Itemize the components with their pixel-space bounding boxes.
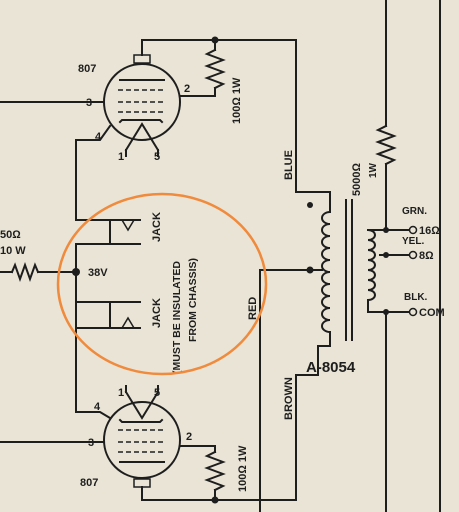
tube-top: 807 3 2 4 1 5 (0, 39, 216, 221)
tube-top-pin2-label: 2 (184, 83, 190, 95)
tap-yellow-ohms: 8Ω (419, 250, 434, 262)
resistor-top: 100Ω 1W (204, 39, 243, 124)
tube-bottom-cathode (118, 418, 164, 423)
resistor-right-zigzag (375, 124, 397, 166)
bias-voltage-label: 38V (88, 267, 108, 279)
secondary-taps: GRN. 16Ω YEL. 8Ω BLK. COM (367, 206, 445, 512)
transformer-model-label: A-8054 (306, 359, 356, 376)
tube-bottom-heater (124, 390, 160, 420)
resistor-bottom: 100Ω 1W (204, 445, 249, 504)
resistor-left-value: 50Ω (0, 229, 21, 241)
tube-bottom: 807 3 2 4 1 5 (0, 385, 216, 501)
jack-bottom-label: JACK (151, 298, 163, 328)
terminal-green (408, 225, 418, 235)
wire-brown-label: BROWN (283, 377, 295, 420)
highlight-circle (56, 192, 268, 376)
tube-bottom-cap (133, 478, 151, 488)
tube-top-cap (133, 54, 151, 64)
tube-top-cathode-wire (75, 124, 112, 221)
tap-black-label: BLK. (404, 292, 428, 303)
resistor-left: 50Ω 10 W (0, 229, 77, 282)
resistor-top-label: 100Ω 1W (231, 77, 243, 124)
output-transformer: A-8054 (306, 199, 376, 376)
resistor-top-zigzag (204, 48, 226, 90)
wire-red-label: RED (247, 297, 259, 320)
jack-top-label: JACK (151, 212, 163, 242)
tap-green-label: GRN. (402, 206, 427, 217)
tube-bottom-pin1-label: 1 (118, 387, 124, 399)
tap-black-common: COM (419, 307, 445, 319)
tube-bottom-pin5-label: 5 (154, 387, 160, 399)
resistor-bottom-zigzag (204, 450, 226, 492)
tube-top-type-label: 807 (78, 63, 96, 75)
jack-note-line1: (MUST BE INSULATED (171, 261, 183, 374)
tube-bottom-pin4-label: 4 (94, 401, 101, 413)
wire-blue (295, 179, 331, 206)
tube-top-pin5-label: 5 (154, 151, 160, 163)
tube-bottom-pin3-label: 3 (88, 437, 94, 449)
tap-green-ohms: 16Ω (419, 225, 440, 237)
resistor-right-value: 5000Ω (351, 163, 363, 196)
tube-top-cathode (118, 119, 164, 124)
jack-top-spring (121, 219, 135, 232)
resistor-left-zigzag (10, 262, 40, 282)
terminal-yellow (408, 250, 418, 260)
wire-top-bus (141, 39, 297, 181)
resistor-left-power: 10 W (0, 245, 26, 257)
tube-top-pin1-label: 1 (118, 151, 124, 163)
tube-top-pin4-label: 4 (95, 131, 102, 143)
wire-red (259, 269, 311, 512)
jack-bottom-spring (121, 316, 135, 329)
transformer-primary-coil (321, 210, 332, 334)
tube-top-pin3-label: 3 (86, 97, 92, 109)
resistor-bottom-label: 100Ω 1W (237, 445, 249, 492)
terminal-black (408, 307, 418, 317)
tube-bottom-envelope (103, 401, 181, 479)
tube-top-heater (124, 122, 160, 152)
jack-area: 38V JACK JACK (MUST BE INSULATED FROM CH… (72, 212, 199, 413)
tube-bottom-type-label: 807 (80, 477, 98, 489)
jack-note-line2: FROM CHASSIS) (187, 258, 199, 342)
tube-bottom-pin2-label: 2 (186, 431, 192, 443)
wire-blue-label: BLUE (283, 150, 295, 180)
resistor-right-power: 1W (368, 162, 379, 178)
transformer-secondary-coil (366, 228, 376, 302)
wire-bottom-bus (141, 374, 319, 501)
tap-yellow-label: YEL. (402, 236, 424, 247)
tube-bottom-cathode-wire (75, 411, 112, 420)
resistor-right: 5000Ω 1W (351, 0, 397, 229)
